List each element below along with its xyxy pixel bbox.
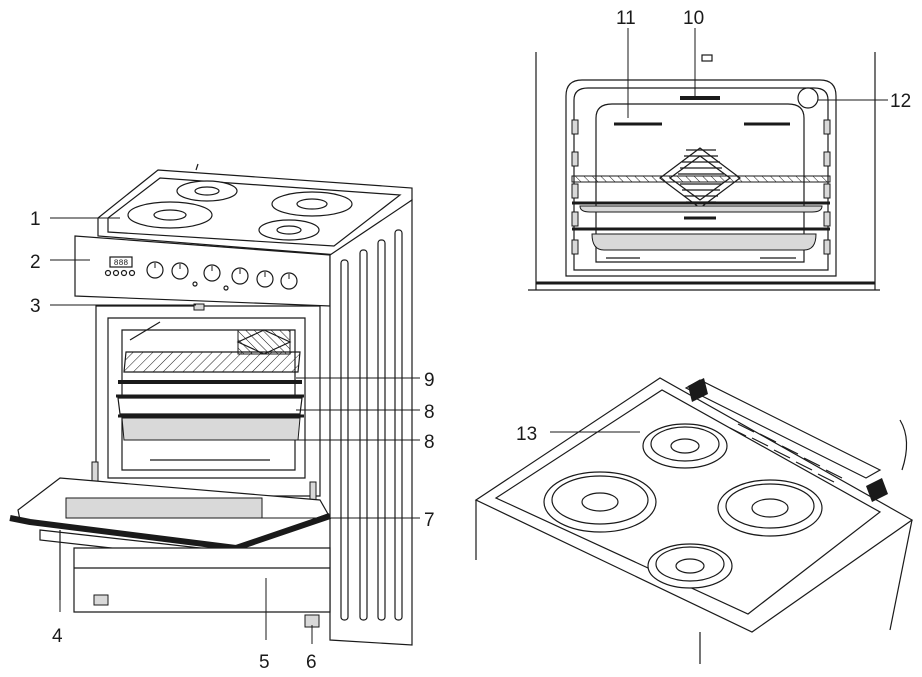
left-callout-lines	[50, 217, 420, 644]
interior-wire-rack	[571, 175, 831, 183]
hob-top-view	[474, 377, 914, 664]
label-12: 12	[890, 91, 911, 112]
hob-top-rim	[107, 177, 402, 247]
hotplate-rear-right	[271, 191, 353, 217]
top-hotplate-left	[543, 471, 657, 533]
storage-drawer	[73, 547, 331, 613]
hotplate-front-left	[127, 201, 213, 229]
label-1: 1	[30, 209, 41, 230]
interior-tray-upper	[579, 205, 823, 213]
hob-body-edges	[475, 500, 913, 664]
top-right-callout-lines	[627, 28, 888, 118]
door-glass	[65, 497, 263, 519]
label-3: 3	[30, 296, 41, 317]
hinge-right	[309, 481, 317, 501]
hob-back-bar-cap-left	[688, 378, 708, 402]
label-4: 4	[52, 626, 63, 647]
shelf-supports	[571, 119, 831, 255]
baking-tray-lower	[121, 417, 301, 441]
top-vent	[701, 54, 713, 62]
cabinet-side	[329, 198, 413, 646]
label-7: 7	[424, 510, 435, 531]
foot-left	[93, 594, 109, 606]
label-10: 10	[683, 8, 704, 29]
hob-top-hotplates	[543, 423, 823, 589]
interior-outer-walls	[535, 52, 876, 290]
interior-tray-lower	[591, 233, 817, 251]
door-switch	[193, 303, 205, 311]
hotplate-front-right	[258, 219, 320, 241]
hob-plate-outer	[474, 377, 914, 633]
interior-cavity-frame	[565, 79, 837, 277]
baking-tray-upper	[117, 397, 303, 415]
label-6: 6	[306, 652, 317, 673]
label-13: 13	[516, 424, 537, 445]
hob-hotplates	[127, 180, 353, 241]
label-8-lower: 8	[424, 432, 435, 453]
oven-lamp	[797, 87, 819, 109]
label-11: 11	[616, 8, 636, 29]
hob-back-bar-cap-right	[866, 478, 888, 502]
interior-back-panel	[595, 103, 805, 263]
wire-shelf	[123, 351, 301, 373]
top-hotplate-right	[717, 479, 823, 537]
hob-knob-pin	[195, 163, 199, 171]
hotplate-rear-left	[176, 180, 238, 202]
hob-cable	[899, 419, 908, 471]
hob-slot-marks	[729, 423, 843, 483]
control-buttons	[104, 269, 136, 277]
control-knobs	[146, 261, 298, 291]
oven-interior-view	[528, 52, 880, 291]
oven-cavity	[107, 317, 306, 479]
cooker-front-view: 888	[9, 163, 413, 646]
label-9: 9	[424, 370, 435, 391]
timer-display	[109, 256, 133, 268]
timer-display-text: 888	[114, 259, 129, 268]
cavity-guide-line	[129, 321, 161, 341]
part-labels: 1 2 3 4 5 6 7 8 8 9 10 11 12 13	[30, 8, 911, 673]
hob-back-bar	[684, 379, 882, 479]
door-seal-edge	[9, 513, 331, 551]
label-2: 2	[30, 252, 41, 273]
fan-cover	[236, 329, 292, 355]
label-5: 5	[259, 652, 270, 673]
label-8-upper: 8	[424, 402, 435, 423]
